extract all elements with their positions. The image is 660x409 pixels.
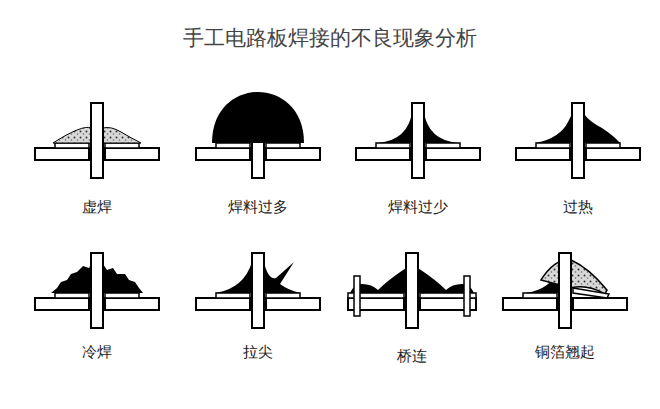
- defect-label: 过热: [563, 198, 593, 217]
- diagram-title: 手工电路板焊接的不良现象分析: [183, 24, 477, 52]
- cold-joint-figure: [35, 103, 159, 178]
- defect-label: 桥连: [397, 347, 427, 366]
- overheat-figure: [516, 103, 640, 178]
- defect-label: 拉尖: [243, 343, 273, 362]
- defect-label: 焊料过多: [228, 198, 288, 217]
- cold-solder-figure: [35, 253, 159, 328]
- defect-label: 焊料过少: [388, 198, 448, 217]
- defect-label: 铜箔翘起: [535, 343, 595, 362]
- defect-label: 虚焊: [82, 198, 112, 217]
- excess-solder-figure: [196, 92, 320, 178]
- insufficient-solder-figure: [356, 103, 480, 178]
- spike-figure: [196, 253, 320, 328]
- bridge-figure: [348, 253, 476, 328]
- lifted-pad-figure: [503, 253, 627, 328]
- defect-label: 冷焊: [82, 343, 112, 362]
